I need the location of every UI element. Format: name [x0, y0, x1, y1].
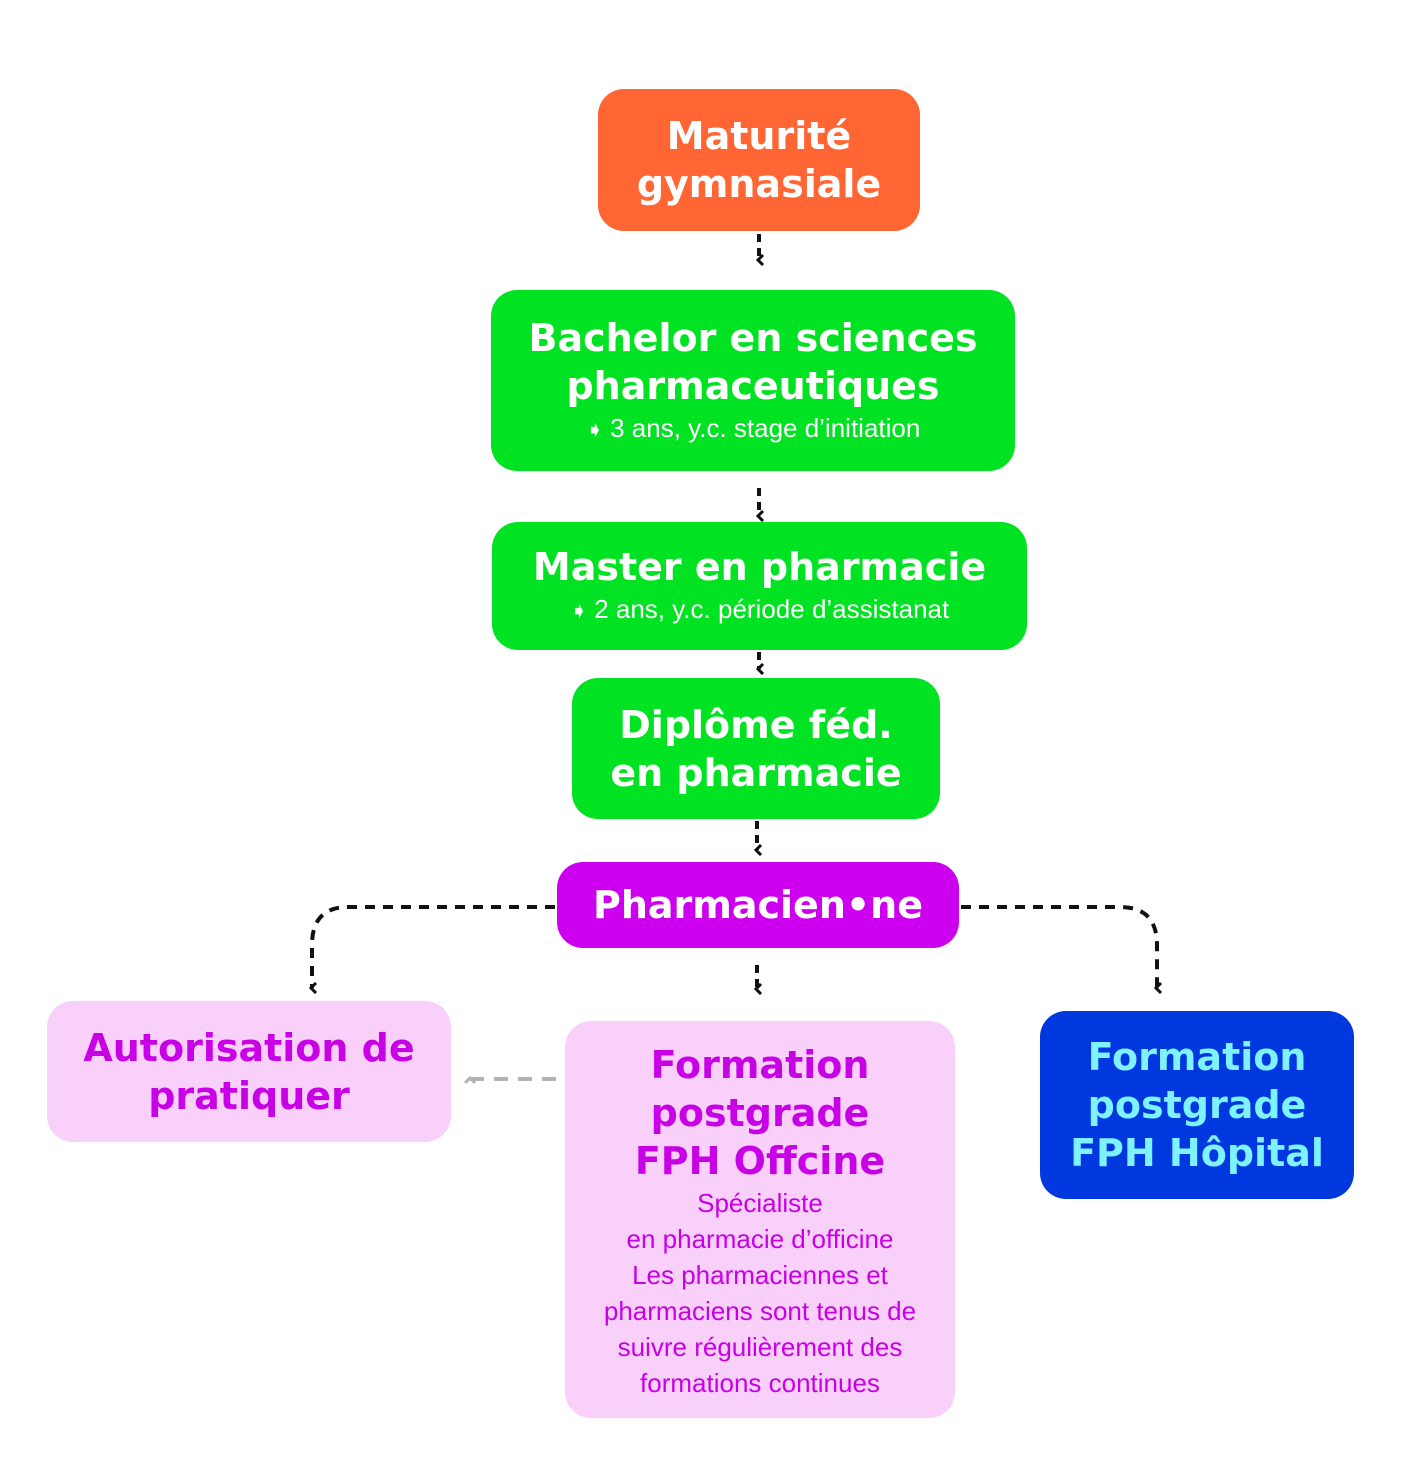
- node-detail-text: 2 ans, y.c. période d’assistanat: [594, 594, 950, 624]
- node-detail-text: 3 ans, y.c. stage d’initiation: [610, 412, 921, 443]
- edge-pharmacien-hopital: [961, 905, 1157, 988]
- arrow-bullet-icon: ➧: [585, 416, 605, 442]
- node-fph-hopital: Formation postgrade FPH Hôpital: [1040, 1011, 1354, 1199]
- node-title: Autorisation de pratiquer: [83, 1025, 415, 1118]
- node-detail-text: Spécialiste en pharmacie d’officine Les …: [603, 1188, 917, 1398]
- node-bachelor: Bachelor en sciences pharmaceutiques ➧3 …: [491, 290, 1015, 471]
- node-detail: ➧3 ans, y.c. stage d’initiation: [586, 410, 921, 448]
- arrow-bullet-icon: ➧: [569, 598, 589, 623]
- node-title: Master en pharmacie: [532, 545, 987, 589]
- node-title: Pharmacien•ne: [592, 883, 923, 927]
- node-title: Formation postgrade FPH Hôpital: [1070, 1035, 1324, 1175]
- node-detail: ➧2 ans, y.c. période d’assistanat: [570, 591, 950, 629]
- node-maturite-gymnasiale: Maturité gymnasiale: [598, 89, 920, 231]
- node-diplome-federal: Diplôme féd. en pharmacie: [572, 678, 940, 819]
- node-title: Diplôme féd. en pharmacie: [610, 702, 902, 795]
- edge-pharmacien-autorisation: [312, 905, 555, 988]
- node-master: Master en pharmacie ➧2 ans, y.c. période…: [492, 522, 1027, 650]
- node-autorisation: Autorisation de pratiquer: [47, 1001, 451, 1142]
- node-title: Maturité gymnasiale: [636, 114, 882, 206]
- node-pharmacien: Pharmacien•ne: [557, 862, 959, 948]
- node-fph-officine: Formation postgrade FPH Offcine Spéciali…: [565, 1021, 955, 1418]
- node-title: Bachelor en sciences pharmaceutiques: [528, 315, 978, 408]
- node-title: Formation postgrade FPH Offcine: [634, 1043, 886, 1183]
